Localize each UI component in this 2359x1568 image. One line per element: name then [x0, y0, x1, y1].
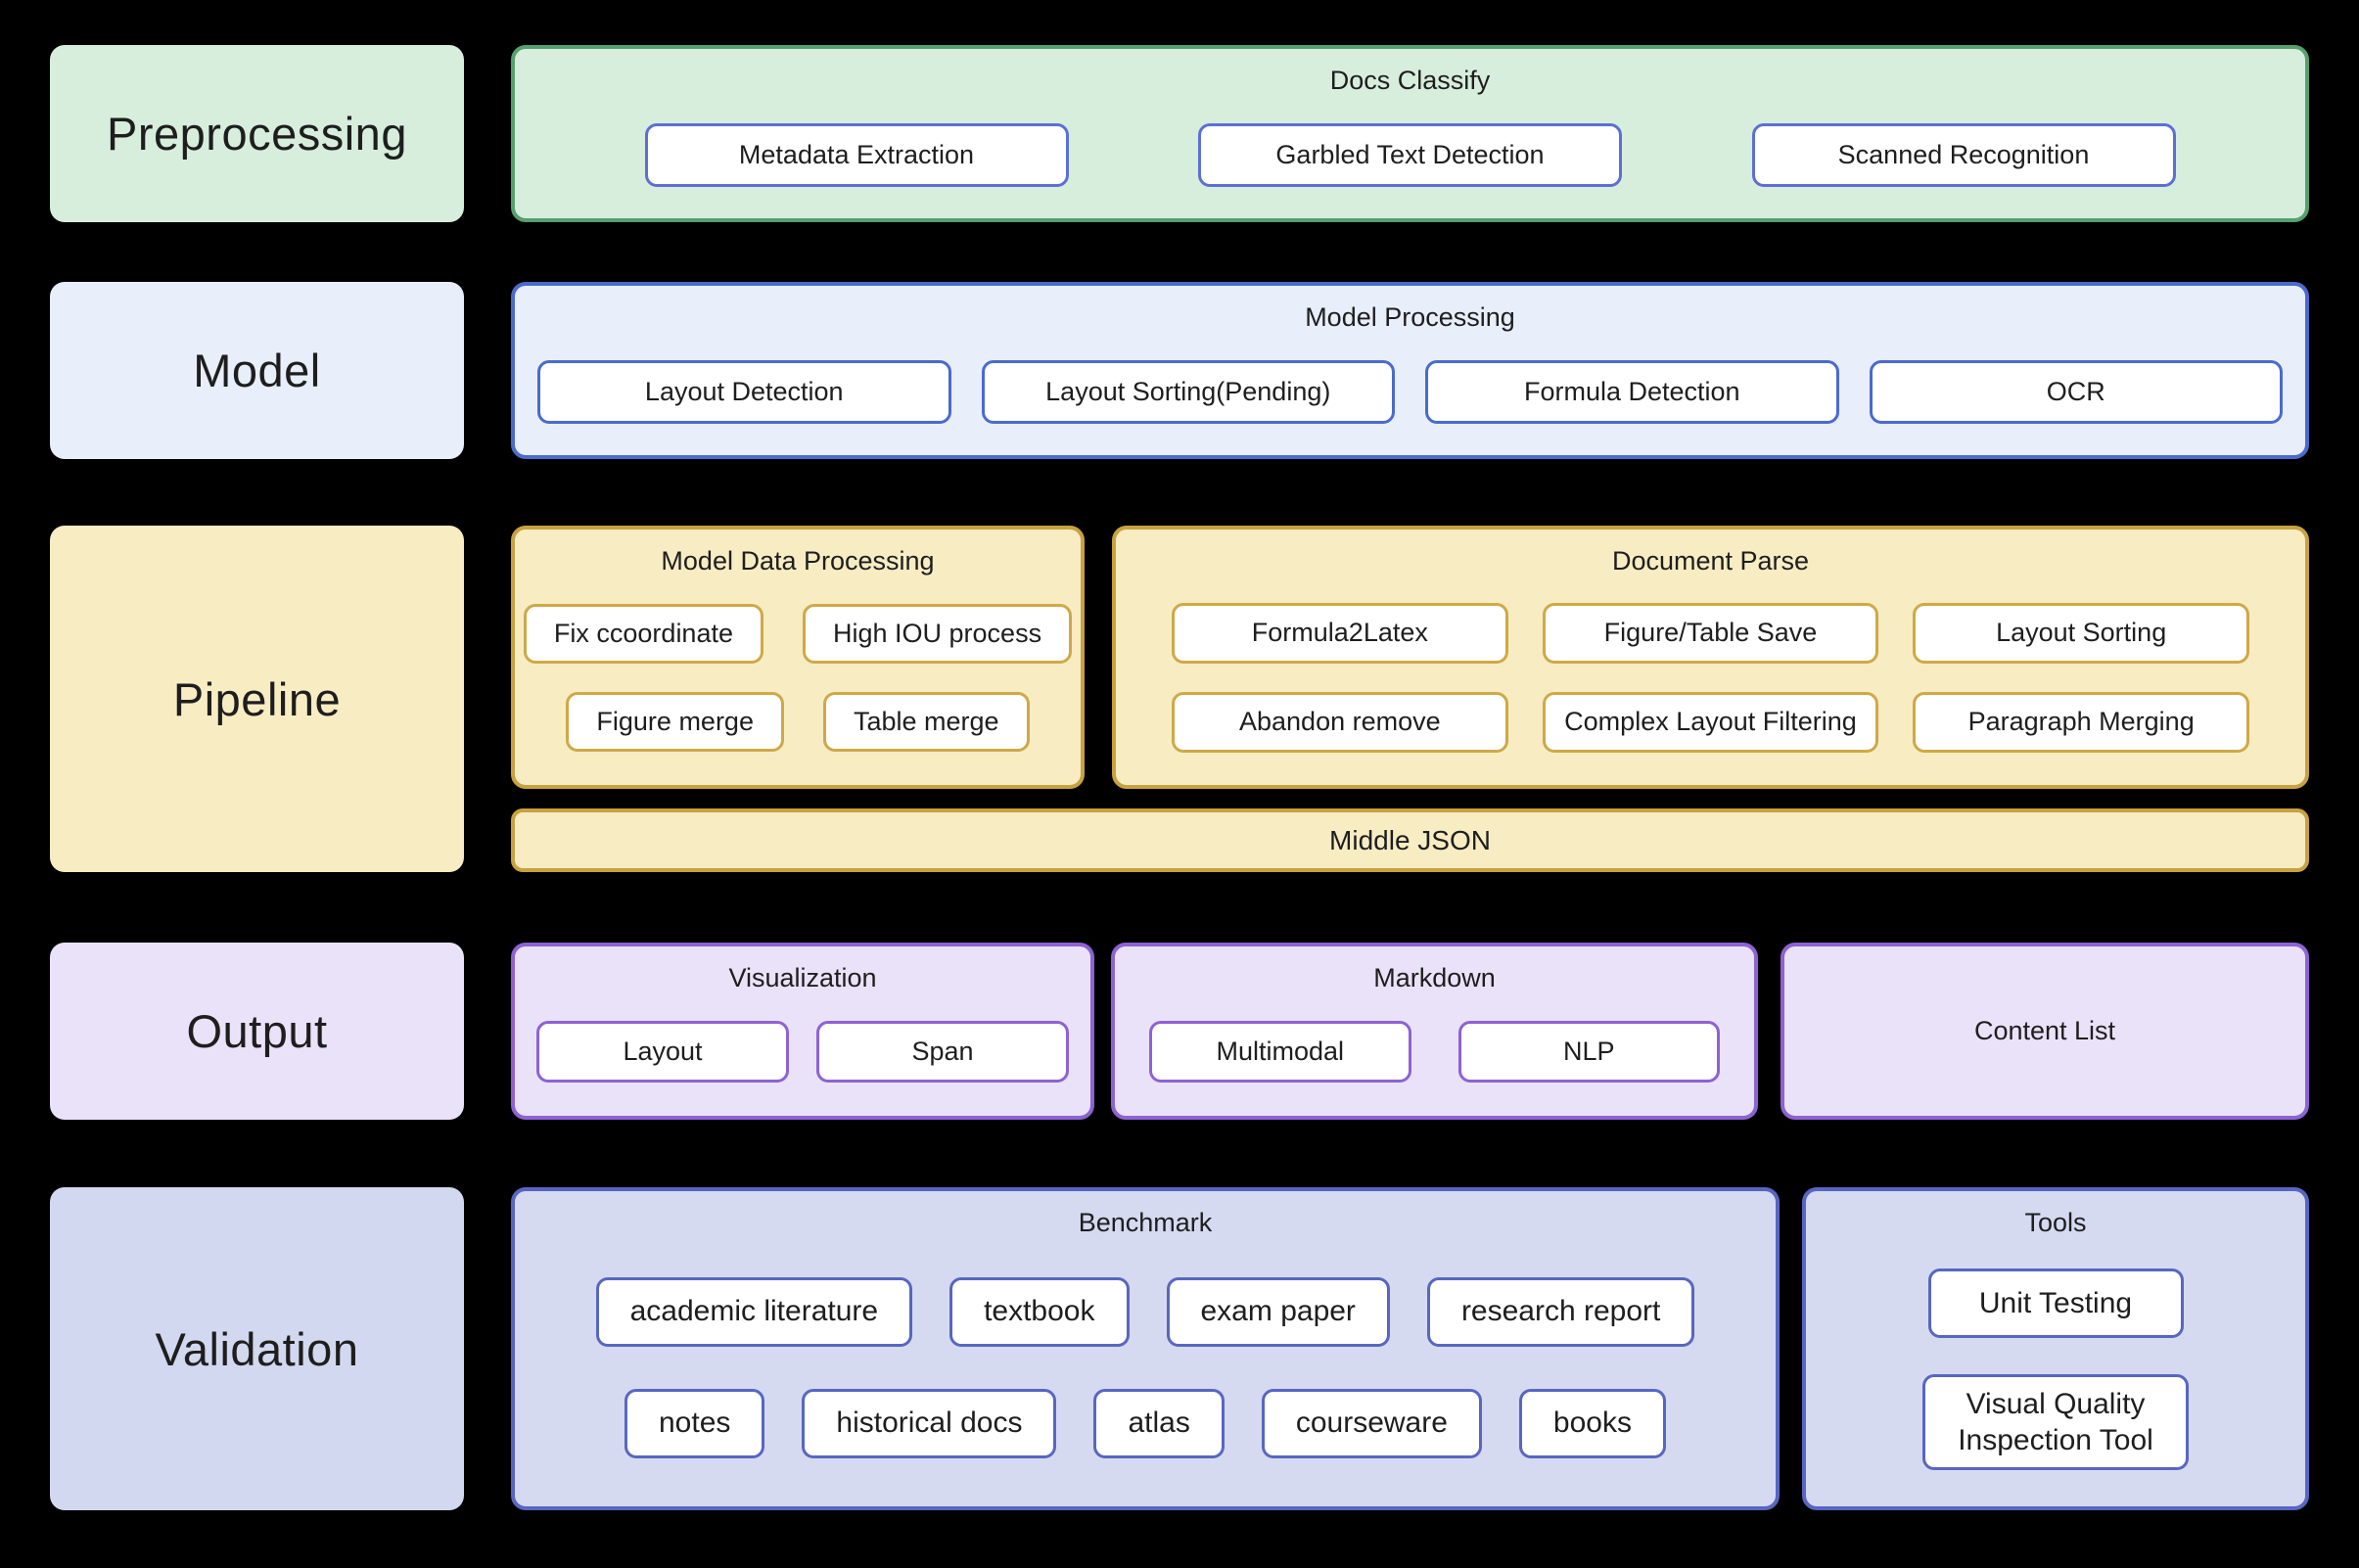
row-pipeline: Pipeline Model Data Processing Fix ccoor… — [50, 526, 2309, 872]
node-formula-detection: Formula Detection — [1425, 360, 1839, 424]
group-model-data-processing: Model Data Processing Fix ccoordinate Hi… — [511, 526, 1085, 789]
node-garbled-text-detection: Garbled Text Detection — [1198, 123, 1622, 187]
group-title-docs-classify: Docs Classify — [1329, 66, 1491, 95]
node-table-merge: Table merge — [822, 692, 1030, 752]
node-fix-ccoordinate: Fix ccoordinate — [523, 604, 763, 664]
middle-json-bar: Middle JSON — [511, 808, 2309, 872]
node-academic-literature: academic literature — [595, 1276, 913, 1347]
benchmark-row-2: notes historical docs atlas courseware b… — [515, 1388, 1776, 1458]
node-research-report: research report — [1426, 1276, 1695, 1347]
node-layout-sorting-pending: Layout Sorting(Pending) — [981, 360, 1395, 424]
node-metadata-extraction: Metadata Extraction — [644, 123, 1069, 187]
markdown-items: Multimodal NLP — [1115, 993, 1754, 1116]
row-label-validation: Validation — [50, 1187, 464, 1510]
node-formula2latex: Formula2Latex — [1172, 603, 1508, 664]
group-model-processing: Model Processing Layout Detection Layout… — [511, 282, 2309, 459]
node-textbook: textbook — [949, 1276, 1130, 1347]
benchmark-items: academic literature textbook exam paper … — [515, 1238, 1776, 1506]
node-layout-detection: Layout Detection — [537, 360, 951, 424]
node-visual-quality-inspection-tool: Visual Quality Inspection Tool — [1922, 1374, 2189, 1470]
model-processing-items: Layout Detection Layout Sorting(Pending)… — [515, 333, 2305, 455]
row-output: Output Visualization Layout Span Markdow… — [50, 943, 2309, 1120]
group-title-document-parse: Document Parse — [1611, 546, 1810, 576]
node-layout: Layout — [536, 1021, 789, 1083]
group-title-tools: Tools — [2024, 1208, 2087, 1237]
row-content-preprocessing: Docs Classify Metadata Extraction Garble… — [511, 45, 2309, 222]
row-content-model: Model Processing Layout Detection Layout… — [511, 282, 2309, 459]
node-layout-sorting: Layout Sorting — [1913, 603, 2249, 664]
node-figure-table-save: Figure/Table Save — [1542, 603, 1879, 664]
group-tools: Tools Unit Testing Visual Quality Inspec… — [1802, 1187, 2309, 1510]
node-scanned-recognition: Scanned Recognition — [1751, 123, 2176, 187]
group-title-visualization: Visualization — [728, 963, 877, 992]
model-data-processing-row-1: Fix ccoordinate High IOU process — [515, 604, 1081, 664]
group-content-list: Content List — [1781, 943, 2309, 1120]
node-atlas: atlas — [1093, 1388, 1225, 1458]
row-model: Model Model Processing Layout Detection … — [50, 282, 2309, 459]
group-docs-classify: Docs Classify Metadata Extraction Garble… — [511, 45, 2309, 222]
document-parse-row-1: Formula2Latex Figure/Table Save Layout S… — [1172, 603, 2249, 664]
node-paragraph-merging: Paragraph Merging — [1913, 692, 2249, 753]
pipeline-groups: Model Data Processing Fix ccoordinate Hi… — [511, 526, 2309, 789]
group-markdown: Markdown Multimodal NLP — [1111, 943, 1758, 1120]
group-title-markdown: Markdown — [1373, 963, 1496, 992]
visualization-items: Layout Span — [515, 993, 1090, 1116]
group-title-model-processing: Model Processing — [1305, 302, 1515, 332]
document-parse-items: Formula2Latex Figure/Table Save Layout S… — [1116, 576, 2305, 785]
node-exam-paper: exam paper — [1166, 1276, 1390, 1347]
node-figure-merge: Figure merge — [566, 692, 784, 752]
group-title-benchmark: Benchmark — [1078, 1208, 1213, 1237]
group-document-parse: Document Parse Formula2Latex Figure/Tabl… — [1112, 526, 2309, 789]
row-label-output: Output — [50, 943, 464, 1120]
row-content-validation: Benchmark academic literature textbook e… — [511, 1187, 2309, 1510]
node-high-iou-process: High IOU process — [803, 604, 1073, 664]
node-unit-testing: Unit Testing — [1927, 1268, 2184, 1338]
content-list-label: Content List — [1973, 1016, 2116, 1045]
node-notes: notes — [624, 1388, 765, 1458]
node-complex-layout-filtering: Complex Layout Filtering — [1542, 692, 1879, 753]
node-books: books — [1518, 1388, 1666, 1458]
benchmark-row-1: academic literature textbook exam paper … — [515, 1276, 1776, 1347]
node-span: Span — [816, 1021, 1069, 1083]
model-data-processing-items: Fix ccoordinate High IOU process Figure … — [515, 576, 1081, 785]
row-label-model: Model — [50, 282, 464, 459]
group-title-model-data-processing: Model Data Processing — [661, 546, 935, 576]
node-nlp: NLP — [1457, 1021, 1720, 1083]
group-benchmark: Benchmark academic literature textbook e… — [511, 1187, 1780, 1510]
row-validation: Validation Benchmark academic literature… — [50, 1187, 2309, 1510]
row-label-preprocessing: Preprocessing — [50, 45, 464, 222]
row-content-output: Visualization Layout Span Markdown Multi… — [511, 943, 2309, 1120]
document-parse-row-2: Abandon remove Complex Layout Filtering … — [1172, 692, 2249, 753]
row-content-pipeline: Model Data Processing Fix ccoordinate Hi… — [511, 526, 2309, 872]
docs-classify-items: Metadata Extraction Garbled Text Detecti… — [515, 96, 2305, 218]
group-visualization: Visualization Layout Span — [511, 943, 1094, 1120]
node-courseware: courseware — [1261, 1388, 1482, 1458]
model-data-processing-row-2: Figure merge Table merge — [515, 692, 1081, 752]
tools-items: Unit Testing Visual Quality Inspection T… — [1806, 1238, 2305, 1506]
row-label-pipeline: Pipeline — [50, 526, 464, 872]
node-ocr: OCR — [1869, 360, 2283, 424]
row-preprocessing: Preprocessing Docs Classify Metadata Ext… — [50, 45, 2309, 222]
node-abandon-remove: Abandon remove — [1172, 692, 1508, 753]
node-multimodal: Multimodal — [1149, 1021, 1411, 1083]
node-historical-docs: historical docs — [802, 1388, 1057, 1458]
